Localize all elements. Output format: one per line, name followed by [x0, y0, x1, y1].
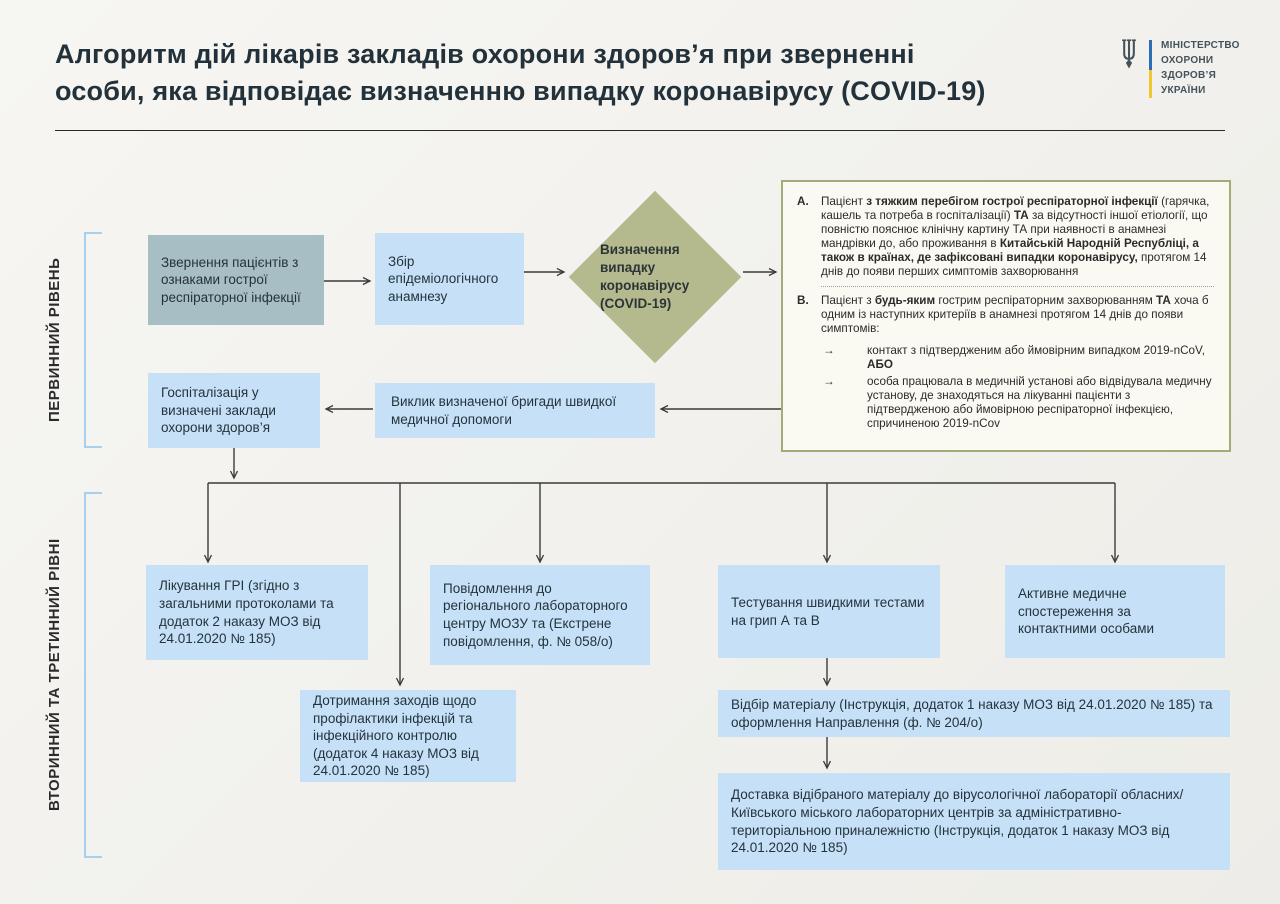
level-bracket-primary [84, 232, 102, 448]
diamond-case-definition-label: Визначення випадку коронавірусу (COVID-1… [600, 242, 690, 311]
title-divider [55, 130, 1225, 131]
box-anamnesis: Збір епідеміологічного анамнезу [375, 233, 524, 325]
arrow-bullet-icon: → [823, 344, 835, 358]
box-testing: Тестування швидкими тестами на грип А та… [718, 565, 940, 658]
criteria-item-a-text: Пацієнт з тяжким перебігом гострої респі… [821, 195, 1210, 279]
box-hospitalization: Госпіталізація у визначені заклади охоро… [148, 373, 320, 448]
moh-logo-line: МІНІСТЕРСТВО [1161, 40, 1240, 51]
criteria-item-a: А. Пацієнт з тяжким перебігом гострої ре… [797, 195, 1214, 279]
trident-icon [1118, 38, 1140, 75]
box-compliance: Дотримання заходів щодо профілактики інф… [300, 690, 516, 782]
box-observation: Активне медичне спостереження за контакт… [1005, 565, 1225, 658]
box-hospitalization-label: Госпіталізація у визначені заклади охоро… [161, 385, 276, 436]
box-sampling: Відбір матеріалу (Інструкція, додаток 1 … [718, 690, 1230, 737]
box-notification: Повідомлення до регіонального лабораторн… [430, 565, 650, 665]
moh-logo-text: МІНІСТЕРСТВО ОХОРОНИ ЗДОРОВ’Я УКРАЇНИ [1161, 38, 1240, 98]
box-referral: Звернення пацієнтів з ознаками гострої р… [148, 235, 324, 325]
criteria-panel: А. Пацієнт з тяжким перебігом гострої ре… [781, 180, 1231, 452]
box-treatment: Лікування ГРІ (згідно з загальними прото… [146, 565, 368, 660]
box-treatment-label: Лікування ГРІ (згідно з загальними прото… [159, 578, 334, 647]
box-ambulance: Виклик визначеної бригади швидкої медичн… [375, 383, 655, 438]
flag-divider [1149, 40, 1152, 98]
criteria-item-b-label: В. [797, 294, 809, 308]
moh-logo-line: ОХОРОНИ [1161, 55, 1214, 66]
arrow-bullet-icon: → [823, 375, 835, 389]
criteria-bullet-text: особа працювала в медичній установі або … [867, 375, 1212, 431]
page-title: Алгоритм дій лікарів закладів охорони зд… [55, 36, 1085, 110]
criteria-separator [821, 286, 1214, 288]
criteria-item-b: В. Пацієнт з будь-яким гострим респірато… [797, 294, 1214, 336]
box-compliance-label: Дотримання заходів щодо профілактики інф… [313, 693, 479, 779]
box-observation-label: Активне медичне спостереження за контакт… [1018, 586, 1155, 637]
criteria-bullet: → контакт з підтвердженим або ймовірним … [823, 344, 1214, 372]
box-referral-label: Звернення пацієнтів з ознаками гострої р… [161, 254, 301, 305]
box-ambulance-label: Виклик визначеної бригади швидкої медичн… [391, 393, 617, 427]
box-delivery: Доставка відібраного матеріалу до вірусо… [718, 773, 1230, 870]
box-anamnesis-label: Збір епідеміологічного анамнезу [388, 253, 499, 304]
criteria-item-b-text: Пацієнт з будь-яким гострим респіраторни… [821, 294, 1209, 336]
level-bracket-secondary [84, 492, 102, 858]
box-testing-label: Тестування швидкими тестами на грип А та… [731, 594, 925, 628]
box-sampling-label: Відбір матеріалу (Інструкція, додаток 1 … [731, 696, 1213, 730]
moh-logo: МІНІСТЕРСТВО ОХОРОНИ ЗДОРОВ’Я УКРАЇНИ [1118, 38, 1240, 98]
page-title-line2: особи, яка відповідає визначенню випадку… [55, 76, 986, 106]
criteria-bullets: → контакт з підтвердженим або ймовірним … [823, 344, 1214, 431]
box-notification-label: Повідомлення до регіонального лабораторн… [443, 580, 628, 649]
criteria-bullet: → особа працювала в медичній установі аб… [823, 375, 1214, 431]
moh-logo-line: ЗДОРОВ’Я [1161, 70, 1217, 81]
criteria-item-a-label: А. [797, 195, 809, 208]
criteria-bullet-text: контакт з підтвердженим або ймовірним ви… [867, 344, 1205, 372]
moh-logo-line: УКРАЇНИ [1161, 85, 1206, 96]
page-title-line1: Алгоритм дій лікарів закладів охорони зд… [55, 39, 915, 69]
box-delivery-label: Доставка відібраного матеріалу до вірусо… [731, 787, 1184, 856]
